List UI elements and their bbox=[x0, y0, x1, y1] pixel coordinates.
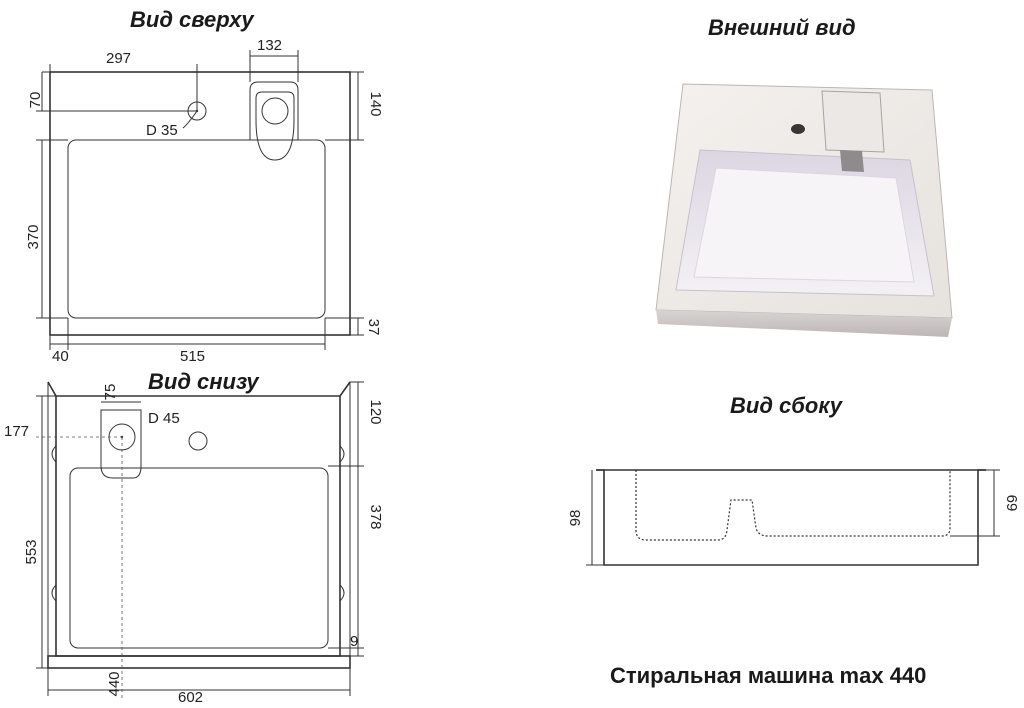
dim-hole-45: D 45 bbox=[148, 410, 180, 427]
sink-basin-floor bbox=[693, 167, 915, 283]
bottom-view-drawing: 75 D 45 120 177 378 553 9 440 602 bbox=[4, 381, 384, 706]
washing-machine-caption: Стиральная машина max 440 bbox=[610, 663, 926, 688]
side-view-drawing: 98 69 bbox=[567, 469, 1020, 566]
top-view-hole-leader bbox=[182, 110, 198, 129]
dim-553: 553 bbox=[23, 539, 40, 564]
bottom-view-side-walls bbox=[47, 381, 351, 657]
dim-75: 75 bbox=[102, 384, 119, 401]
top-view-outline bbox=[49, 71, 351, 336]
dim-9: 9 bbox=[350, 633, 358, 650]
bottom-view-clip-right-bottom bbox=[339, 584, 345, 602]
bottom-view-basin bbox=[69, 467, 329, 649]
dim-98: 98 bbox=[567, 510, 584, 527]
dim-hole-35: D 35 bbox=[146, 122, 178, 139]
dim-440: 440 bbox=[106, 671, 123, 696]
dim-297: 297 bbox=[106, 50, 131, 67]
top-view-drawing: 297 132 70 140 D 35 370 37 40 515 bbox=[25, 37, 384, 365]
dim-378: 378 bbox=[367, 504, 384, 529]
top-view-basin bbox=[67, 139, 326, 319]
sink-front-edge bbox=[656, 310, 952, 337]
sink-overflow-cover bbox=[821, 90, 885, 153]
bottom-view-clip-right-top bbox=[339, 445, 345, 463]
dim-370: 370 bbox=[25, 224, 42, 249]
dim-602: 602 bbox=[178, 689, 203, 706]
dim-69: 69 bbox=[1003, 495, 1020, 512]
bottom-view-clip-left-top bbox=[51, 445, 57, 463]
dim-70: 70 bbox=[27, 92, 44, 109]
side-view-heading: Вид сбоку bbox=[730, 393, 844, 418]
dim-515: 515 bbox=[180, 348, 205, 365]
sink-tap-hole bbox=[791, 124, 805, 134]
bottom-view-clip-left-bottom bbox=[51, 584, 57, 602]
top-view-drain-circle bbox=[261, 97, 289, 125]
bottom-view-drain-housing bbox=[100, 409, 142, 479]
bottom-view-base bbox=[47, 655, 351, 669]
exterior-view-heading: Внешний вид bbox=[708, 15, 856, 40]
side-view-basin-profile bbox=[635, 470, 951, 541]
sink-photo-illustration bbox=[655, 83, 953, 337]
dim-120: 120 bbox=[367, 399, 384, 424]
dim-177: 177 bbox=[4, 423, 29, 440]
top-view-heading: Вид сверху bbox=[130, 7, 255, 32]
top-view-slot bbox=[249, 81, 299, 140]
dim-132: 132 bbox=[257, 37, 282, 54]
dim-140: 140 bbox=[367, 91, 384, 116]
side-view-outline bbox=[596, 469, 986, 566]
sink-overflow-slot bbox=[840, 150, 864, 172]
bottom-view-heading: Вид снизу bbox=[148, 369, 260, 394]
bottom-view-tap-hole bbox=[188, 431, 208, 451]
dim-40: 40 bbox=[52, 348, 69, 365]
dim-37: 37 bbox=[365, 319, 382, 336]
top-view-drain bbox=[255, 91, 295, 161]
